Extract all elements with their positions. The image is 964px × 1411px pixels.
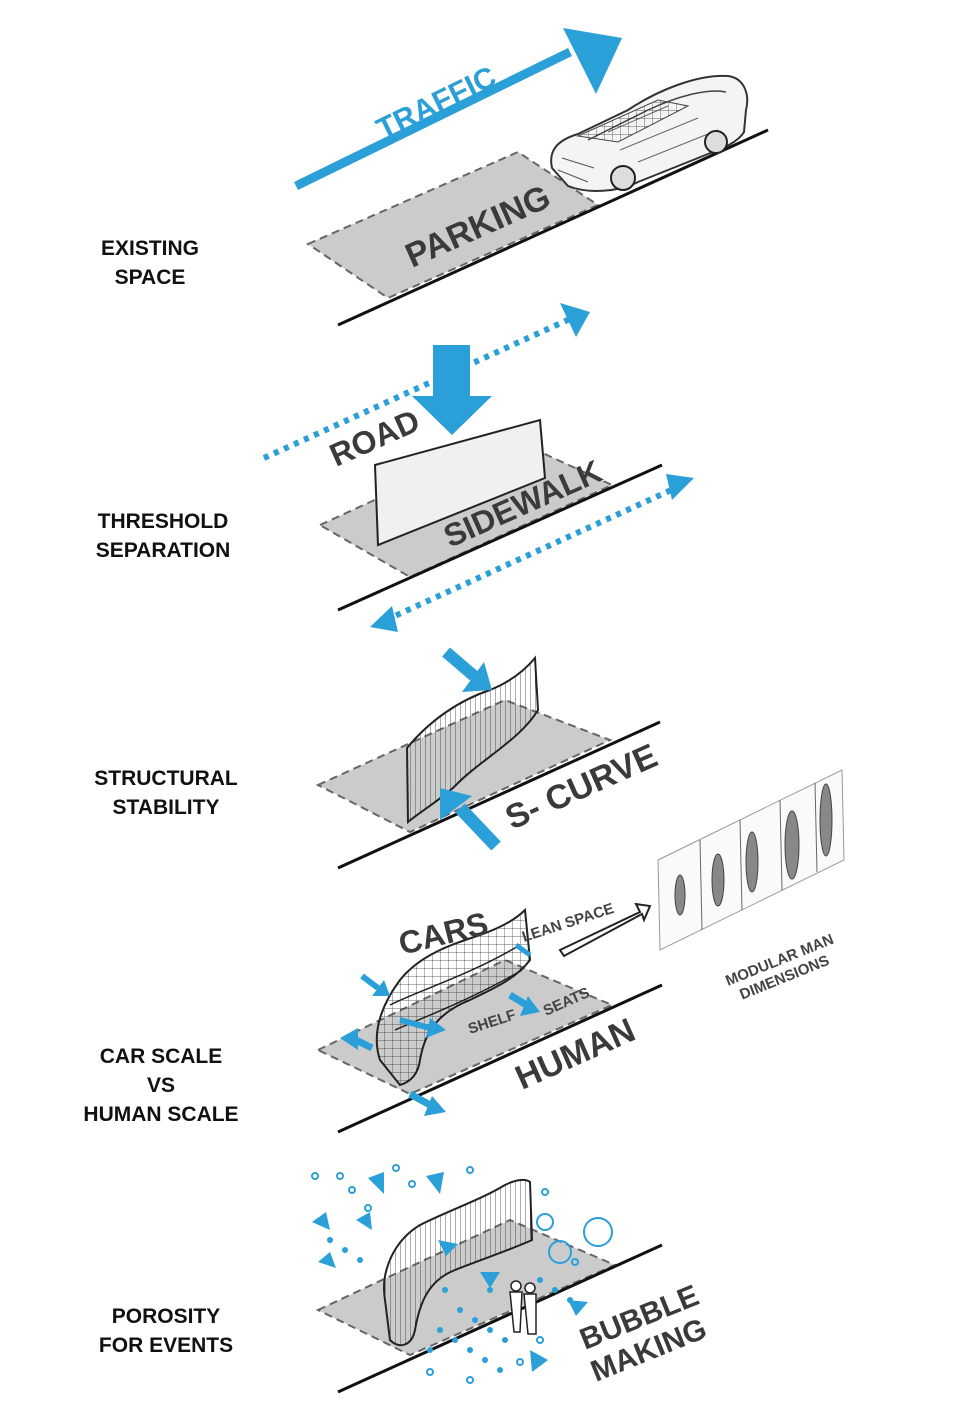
curb-line-4 (337, 983, 663, 1134)
curb-line-5 (337, 1243, 663, 1394)
stage-label-threshold-separation: THRESHOLD SEPARATION (95, 510, 231, 562)
people-silhouettes-icon (509, 1280, 537, 1335)
bubbles-icon (311, 1164, 613, 1384)
traffic-arrow (294, 28, 622, 191)
stage-label-structural-stability: STRUCTURAL STABILITY (94, 767, 238, 819)
fin-structure (383, 1178, 534, 1347)
compression-arrow-top (442, 647, 492, 692)
mesh-wave-structure (375, 907, 532, 1087)
modular-man-sketch-icon (657, 769, 845, 951)
separation-wall (373, 418, 547, 547)
stage-threshold-separation: ROAD SIDEWALK (262, 303, 694, 632)
compression-arrow-bottom (440, 788, 501, 851)
scale-arrows (340, 942, 540, 1116)
porosity-arrows (312, 1172, 588, 1372)
curb-line-1 (337, 128, 769, 327)
road-dotted-arrow (262, 303, 590, 461)
stage-label-porosity-for-events: POROSITY FOR EVENTS (98, 1305, 234, 1357)
lean-space-annotation: LEAN SPACE (520, 900, 616, 946)
stage-label-car-vs-human-scale: CAR SCALE VS HUMAN SCALE (83, 1045, 239, 1126)
stage-structural-stability: S- CURVE (315, 647, 663, 870)
bubble-dots (327, 1237, 573, 1373)
reference-arrow (558, 902, 652, 958)
sidewalk-bidirectional-arrow (370, 474, 694, 632)
car-sketch-icon (550, 74, 749, 192)
curb-line-2 (337, 463, 663, 612)
traffic-label: TRAFFIC (372, 60, 502, 146)
modular-man-caption: MODULAR MAN DIMENSIONS (723, 929, 847, 1006)
stage-porosity-for-events: BUBBLE MAKING (311, 1164, 711, 1394)
stage-existing-space: TRAFFIC PARKING (294, 28, 769, 327)
curb-line-3 (337, 720, 661, 870)
parking-plane (305, 150, 601, 300)
down-arrow (412, 345, 492, 435)
stage-label-existing-space: EXISTING SPACE (100, 237, 200, 289)
